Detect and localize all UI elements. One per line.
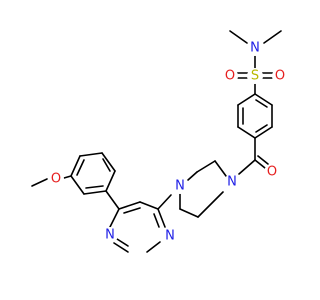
atom-piperazine-n-aryl: N xyxy=(175,179,185,194)
atom-pyrimidine-n-lower: N xyxy=(105,228,115,243)
bond-p2-p3 xyxy=(70,175,85,195)
bond-pyr5-inner xyxy=(123,207,141,214)
bond-b1-b2-inner xyxy=(255,99,268,108)
bond-pyr-phenyl xyxy=(105,190,120,210)
bonds xyxy=(31,30,282,253)
bond-p4-o xyxy=(63,175,72,179)
molecule-diagram: N S O O O N N N N xyxy=(31,30,288,253)
bond-pyr3 xyxy=(113,242,129,253)
bond-pyr3-inner xyxy=(116,238,129,247)
bond-b1-b2 xyxy=(254,93,273,106)
bond-b4-b5 xyxy=(237,126,256,139)
bond-pyr2 xyxy=(146,241,161,253)
bond-p4-p5 xyxy=(79,152,103,157)
bond-p1-p2 xyxy=(83,190,107,195)
bond-pip6 xyxy=(197,191,224,218)
atom-sulfonyl-s: S xyxy=(251,69,259,84)
bond-c-npip xyxy=(238,159,256,175)
atom-sulfonyl-o-left: O xyxy=(225,69,235,84)
bond-pyr6 xyxy=(139,201,159,210)
bond-npip-pyr xyxy=(157,194,172,210)
atom-sulfonamide-n: N xyxy=(250,41,260,56)
bond-methyl2-n xyxy=(263,30,282,44)
bond-b3-b4 xyxy=(254,126,273,139)
bond-pyr1 xyxy=(157,208,166,228)
atom-sulfonyl-o-right: O xyxy=(275,69,285,84)
bond-p1-p2-inner xyxy=(85,185,104,189)
bond-methyl1-n xyxy=(229,30,248,44)
bond-pyr5 xyxy=(118,201,141,210)
atom-methoxy-o: O xyxy=(51,172,61,187)
bond-pip5 xyxy=(179,208,199,218)
bond-p3-p4-inner xyxy=(76,159,85,176)
bond-pip2 xyxy=(196,160,216,173)
bond-b3-b4-inner xyxy=(255,124,268,133)
bond-b6-b1 xyxy=(237,93,256,106)
bond-p5-p6-inner xyxy=(102,158,111,172)
bond-pyr1-inner xyxy=(153,213,160,228)
bond-p6-p1 xyxy=(105,170,116,192)
bond-p3-p4 xyxy=(70,155,81,177)
bond-co-a xyxy=(254,159,266,169)
bond-o-methyl xyxy=(31,178,48,187)
bond-pyr4 xyxy=(109,208,120,228)
bond-pip1 xyxy=(214,160,227,177)
atom-labels: N S O O O N N N N xyxy=(48,40,288,244)
atom-piperazine-n-acyl: N xyxy=(227,175,237,190)
bond-p5-p6 xyxy=(101,152,116,172)
structure-svg: N S O O O N N N N xyxy=(31,30,288,253)
atom-pyrimidine-n-upper: N xyxy=(165,229,175,244)
bond-pip3 xyxy=(187,171,198,181)
bond-co-b xyxy=(257,155,269,165)
atom-carbonyl-o: O xyxy=(267,165,277,180)
